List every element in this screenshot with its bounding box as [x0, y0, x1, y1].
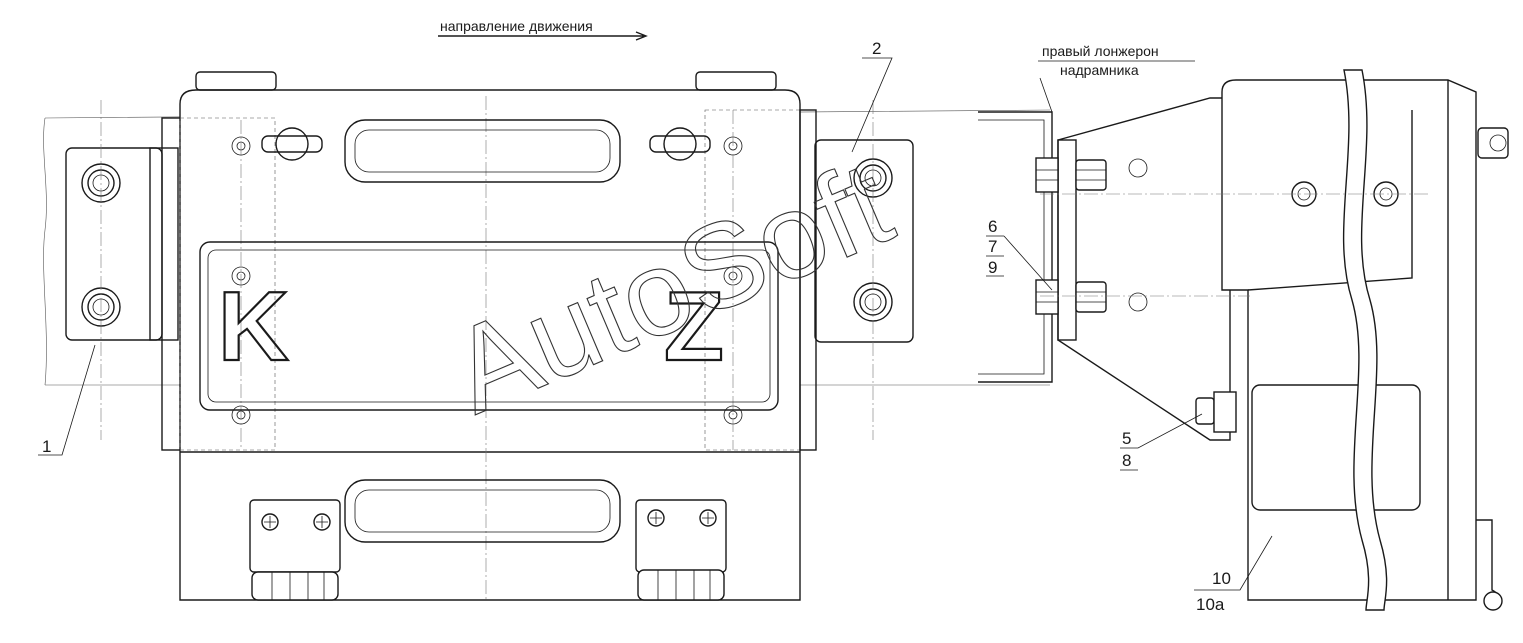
break-line — [1342, 69, 1388, 611]
bracket-hole-top — [1128, 158, 1148, 178]
callout-6: 6 — [988, 217, 997, 236]
top-handle-slot-inner — [354, 129, 611, 173]
callout-9: 9 — [988, 258, 997, 277]
top-hinge-pin — [1477, 127, 1509, 159]
keyhole-left — [261, 127, 323, 161]
spar-bolt-top — [1035, 157, 1107, 193]
frame-label-line2: надрамника — [1060, 62, 1139, 78]
battery-box-body — [179, 89, 801, 601]
bottom-handle-slot-inner — [354, 489, 611, 533]
callout-679-leader — [986, 235, 1053, 291]
box-side-handle — [1251, 384, 1421, 511]
bottom-handle-slot — [344, 479, 621, 543]
direction-label: направление движения — [440, 18, 593, 34]
rail-break-left — [43, 117, 47, 386]
callout-58-leader — [1120, 413, 1203, 471]
callout-7: 7 — [988, 237, 997, 256]
mount-zone-left — [179, 117, 276, 451]
latch-right — [635, 499, 727, 601]
callout-2-leader — [851, 57, 893, 153]
spar-channel — [978, 111, 1053, 383]
spar-channel-inner — [978, 119, 1045, 375]
callout-5: 5 — [1122, 429, 1131, 448]
name-plate-inner — [207, 249, 771, 403]
callout-10-leader — [1194, 535, 1273, 591]
box-side-step — [1247, 110, 1413, 291]
callout-8: 8 — [1122, 451, 1131, 470]
left-bracket-flange — [149, 147, 179, 341]
callout-10a: 10а — [1196, 595, 1225, 614]
callout-1-leader — [38, 344, 96, 456]
side-bolt-lower — [1195, 391, 1237, 433]
side-view: правый лонжерон надрамника — [978, 43, 1509, 614]
callout-1: 1 — [42, 437, 51, 456]
right-mount-plate — [799, 109, 817, 451]
top-handle-slot — [344, 119, 621, 183]
bottom-hinge-pin — [1483, 591, 1503, 611]
mount-zone-right — [704, 109, 801, 451]
left-mount-plate — [161, 117, 183, 451]
box-top-hinge-right — [695, 71, 777, 91]
side-centerlines — [1040, 193, 1430, 297]
logo-letter-k: K — [218, 271, 289, 381]
bracket-hole-bottom — [1128, 292, 1148, 312]
latch-left — [249, 499, 341, 601]
logo-letter-z: Z — [664, 271, 724, 381]
bottom-latch-side — [1476, 519, 1501, 603]
spar-bolt-bottom — [1035, 279, 1107, 315]
front-view: K Z — [38, 18, 1051, 601]
callout-10: 10 — [1212, 569, 1231, 588]
side-bracket-flange — [1057, 139, 1077, 341]
frame-label-leader — [1039, 77, 1053, 113]
side-bracket-plate — [1057, 97, 1231, 441]
frame-label-line1: правый лонжерон — [1042, 43, 1159, 59]
direction-arrow — [438, 31, 648, 41]
keyhole-right — [649, 127, 711, 161]
screw-centerlines — [240, 110, 734, 450]
name-plate — [199, 241, 779, 411]
box-top-hinge-left — [195, 71, 277, 91]
callout-2: 2 — [872, 39, 881, 58]
